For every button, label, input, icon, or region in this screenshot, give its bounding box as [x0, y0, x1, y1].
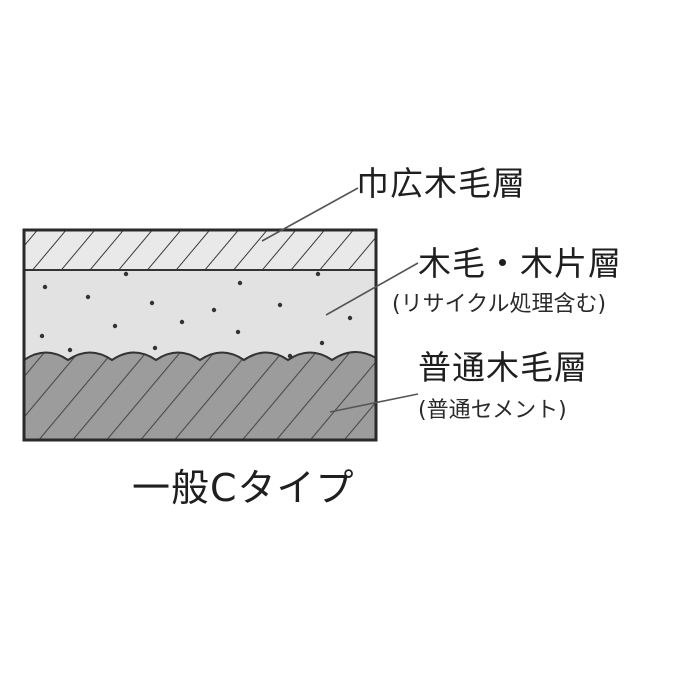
label-middle-layer: 木毛・木片層 [418, 244, 622, 283]
leader-line-bottom [329, 393, 419, 413]
label-middle-layer-note: (リサイクル処理含む) [392, 292, 607, 317]
layer-top [24, 230, 376, 270]
middle-layer-dots [39, 271, 353, 359]
leader-line-top [261, 187, 359, 242]
leader-line-middle [325, 262, 419, 316]
diagram-frame [22, 228, 378, 442]
label-top-layer: 巾広木毛層 [356, 164, 526, 203]
layer-bottom [24, 351, 376, 440]
type-label: 一般Cタイプ [132, 466, 355, 510]
label-bottom-layer-note: (普通セメント) [418, 398, 567, 423]
label-bottom-layer: 普通木毛層 [418, 348, 588, 387]
